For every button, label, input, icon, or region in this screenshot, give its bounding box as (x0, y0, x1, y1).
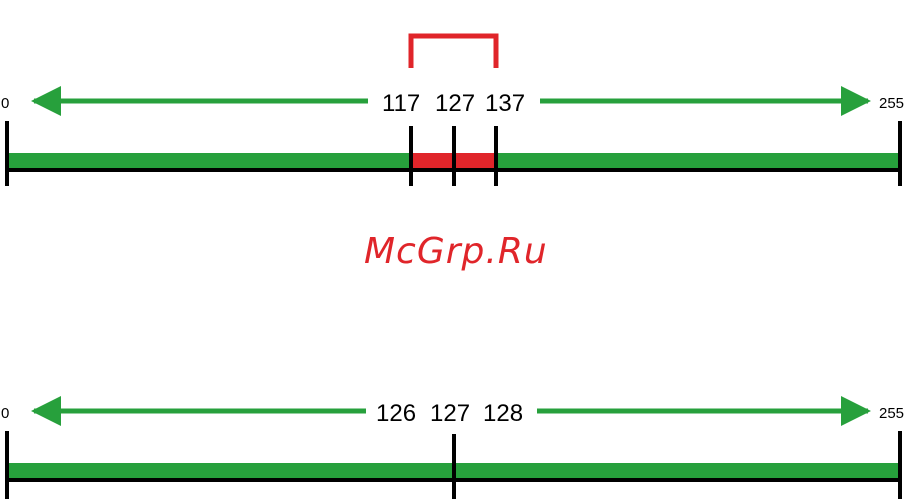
bottom-label-127: 127 (430, 400, 470, 427)
top-min-label: 0 (1, 95, 9, 112)
bottom-scale: 0 255 126 127 128 (1, 400, 904, 499)
bottom-min-label: 0 (1, 405, 9, 422)
top-scale: 0 255 117 127 137 (1, 36, 904, 186)
top-mark-label-127: 127 (435, 90, 475, 117)
bottom-label-128: 128 (483, 400, 523, 427)
top-max-label: 255 (879, 95, 904, 112)
bottom-max-label: 255 (879, 405, 904, 422)
bottom-label-126: 126 (376, 400, 416, 427)
top-range-bracket (411, 36, 496, 68)
top-mark-label-137: 137 (485, 90, 525, 117)
top-mark-label-117: 117 (382, 90, 420, 117)
watermark-text: McGrp.Ru (364, 231, 548, 272)
